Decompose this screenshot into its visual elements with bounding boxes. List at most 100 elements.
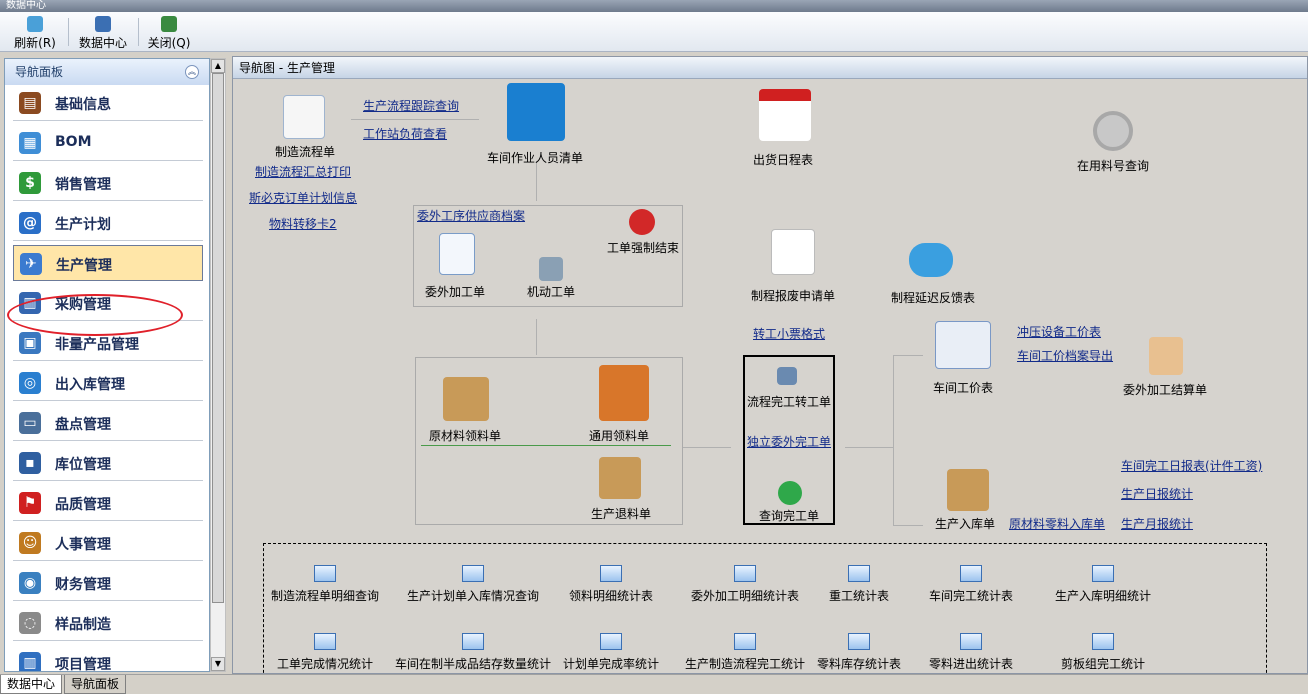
collapse-icon[interactable]: ︽ [185, 65, 199, 79]
crate-icon[interactable] [599, 365, 649, 421]
press-price-link[interactable]: 冲压设备工价表 [1017, 325, 1102, 339]
force-close-label[interactable]: 工单强制结束 [607, 241, 680, 255]
chart-icon[interactable] [1092, 633, 1114, 650]
chart-icon[interactable] [314, 565, 336, 582]
refresh-button[interactable]: 刷新(R) [12, 14, 58, 50]
sidebar-item[interactable]: @生产计划 [13, 205, 203, 241]
tools-icon[interactable] [539, 257, 563, 281]
box-in-icon[interactable] [947, 469, 989, 511]
sidebar-item[interactable]: ▤基础信息 [13, 85, 203, 121]
chart-icon[interactable] [462, 565, 484, 582]
sidebar-item[interactable]: $销售管理 [13, 165, 203, 201]
order-plan-link[interactable]: 斯必克订单计划信息 [249, 191, 358, 205]
sidebar-item[interactable]: ▭盘点管理 [13, 405, 203, 441]
sidebar-item[interactable]: ◎出入库管理 [13, 365, 203, 401]
clipboard-check-icon[interactable] [1149, 337, 1183, 375]
mfg-flow-print-link[interactable]: 制造流程汇总打印 [255, 165, 352, 179]
sidebar-item[interactable]: ◌样品制造 [13, 605, 203, 641]
chart-icon[interactable] [600, 633, 622, 650]
workers-label[interactable]: 车间作业人员清单 [487, 151, 584, 165]
chat-bubbles-icon[interactable] [909, 243, 953, 277]
chart-icon[interactable] [314, 633, 336, 650]
sidebar-item[interactable]: ⚑品质管理 [13, 485, 203, 521]
calendar-icon[interactable] [759, 89, 811, 141]
outsource-order-label[interactable]: 委外加工单 [425, 285, 486, 299]
general-pick-label[interactable]: 通用领料单 [589, 429, 650, 443]
documents-icon[interactable] [439, 233, 475, 275]
scrap-request-label[interactable]: 制程报废申请单 [751, 289, 836, 303]
monthly-stat-link[interactable]: 生产月报统计 [1121, 517, 1194, 531]
production-in-label[interactable]: 生产入库单 [935, 517, 996, 531]
daily-stat-link[interactable]: 生产日报统计 [1121, 487, 1194, 501]
chart-icon[interactable] [1092, 565, 1114, 582]
return-pick-label[interactable]: 生产退料单 [591, 507, 652, 521]
report-label[interactable]: 生产制造流程完工统计 [685, 657, 806, 671]
id-cards-icon[interactable] [935, 321, 991, 369]
transfer-ticket-link[interactable]: 转工小票格式 [753, 327, 826, 341]
sidebar-item[interactable]: ▪库位管理 [13, 445, 203, 481]
chart-icon[interactable] [734, 633, 756, 650]
report-label[interactable]: 零料进出统计表 [929, 657, 1014, 671]
report-label[interactable]: 零料库存统计表 [817, 657, 902, 671]
scroll-up-arrow-icon[interactable]: ▲ [211, 59, 225, 73]
close-button[interactable]: 关闭(Q) [146, 14, 192, 50]
raw-parts-in-link[interactable]: 原材料零料入库单 [1009, 517, 1106, 531]
mobile-order-label[interactable]: 机动工单 [527, 285, 576, 299]
computer-icon[interactable] [777, 367, 797, 385]
tab-datacenter[interactable]: 数据中心 [0, 675, 63, 694]
report-label[interactable]: 制造流程单明细查询 [271, 589, 380, 603]
workshop-price-label[interactable]: 车间工价表 [933, 381, 994, 395]
report-label[interactable]: 生产入库明细统计 [1055, 589, 1152, 603]
daily-report-link[interactable]: 车间完工日报表(计件工资) [1121, 459, 1263, 473]
gear-icon[interactable] [1093, 111, 1133, 151]
sidebar-item[interactable]: ▣非量产品管理 [13, 325, 203, 361]
chart-icon[interactable] [848, 633, 870, 650]
stop-hand-icon[interactable] [629, 209, 655, 235]
report-label[interactable]: 工单完成情况统计 [277, 657, 374, 671]
sidebar-item[interactable]: ☺人事管理 [13, 525, 203, 561]
delay-feedback-label[interactable]: 制程延迟反馈表 [891, 291, 976, 305]
box-down-icon[interactable] [443, 377, 489, 421]
outsource-vendor-link[interactable]: 委外工序供应商档案 [417, 209, 526, 223]
sidebar-item[interactable]: ▥项目管理 [13, 645, 203, 671]
document-edit-icon[interactable] [283, 95, 325, 139]
chart-icon[interactable] [848, 565, 870, 582]
sidebar-scrollbar[interactable]: ▲ ▼ [210, 58, 226, 672]
chart-icon[interactable] [462, 633, 484, 650]
mfg-flow-label[interactable]: 制造流程单 [275, 145, 336, 159]
people-group-icon[interactable] [507, 83, 565, 141]
chart-icon[interactable] [600, 565, 622, 582]
sidebar-item[interactable]: ◉财务管理 [13, 565, 203, 601]
chart-icon[interactable] [960, 633, 982, 650]
report-label[interactable]: 车间在制半成品结存数量统计 [395, 657, 552, 671]
station-load-link[interactable]: 工作站负荷查看 [363, 127, 448, 141]
indep-outsource-link[interactable]: 独立委外完工单 [747, 435, 832, 449]
ship-schedule-label[interactable]: 出货日程表 [753, 153, 814, 167]
datacenter-button[interactable]: 数据中心 [76, 14, 130, 50]
box-up-icon[interactable] [599, 457, 641, 499]
sidebar-item[interactable]: ▦BOM [13, 125, 203, 161]
report-label[interactable]: 剪板组完工统计 [1061, 657, 1146, 671]
flow-transfer-label[interactable]: 流程完工转工单 [747, 395, 832, 409]
material-query-label[interactable]: 在用料号查询 [1077, 159, 1150, 173]
outsource-settle-label[interactable]: 委外加工结算单 [1123, 383, 1208, 397]
query-complete-label[interactable]: 查询完工单 [759, 509, 820, 523]
workshop-price-export-link[interactable]: 车间工价档案导出 [1017, 349, 1114, 363]
report-label[interactable]: 生产计划单入库情况查询 [407, 589, 540, 603]
sidebar-item[interactable]: ✈生产管理 [13, 245, 203, 281]
sale-tag-icon[interactable] [771, 229, 815, 275]
report-label[interactable]: 领料明细统计表 [569, 589, 654, 603]
scroll-thumb[interactable] [212, 73, 224, 603]
material-card-link[interactable]: 物料转移卡2 [269, 217, 337, 231]
raw-pick-label[interactable]: 原材料领料单 [429, 429, 502, 443]
report-label[interactable]: 车间完工统计表 [929, 589, 1014, 603]
check-circle-icon[interactable] [778, 481, 802, 505]
tab-navigation[interactable]: 导航面板 [64, 675, 127, 694]
report-label[interactable]: 计划单完成率统计 [563, 657, 660, 671]
splitter[interactable] [226, 58, 232, 672]
chart-icon[interactable] [960, 565, 982, 582]
chart-icon[interactable] [734, 565, 756, 582]
flow-track-link[interactable]: 生产流程跟踪查询 [363, 99, 460, 113]
report-label[interactable]: 重工统计表 [829, 589, 890, 603]
scroll-down-arrow-icon[interactable]: ▼ [211, 657, 225, 671]
